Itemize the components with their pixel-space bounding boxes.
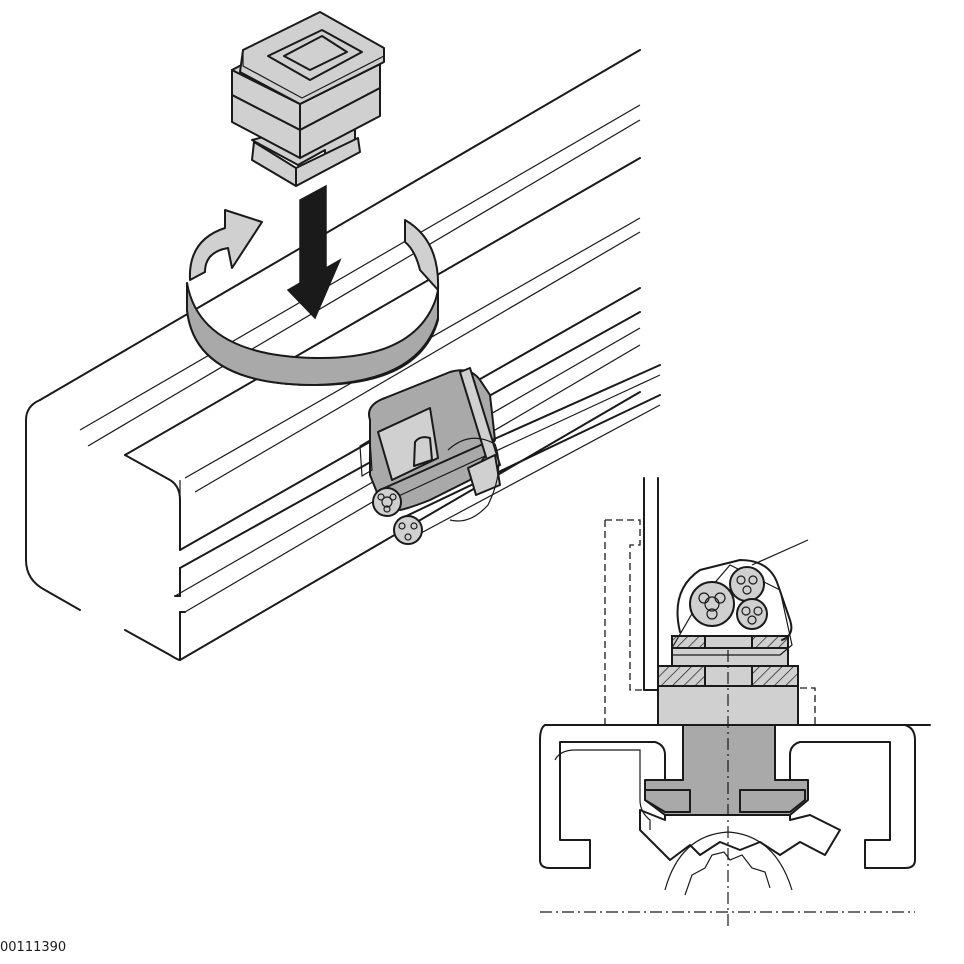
cross-section-view — [539, 477, 931, 930]
rotation-arrow-icon — [186, 209, 440, 386]
clip-nut — [231, 11, 385, 187]
down-arrow-icon — [286, 184, 342, 320]
mounted-cable-clip — [359, 364, 661, 545]
document-number: 00111390 — [0, 940, 67, 955]
